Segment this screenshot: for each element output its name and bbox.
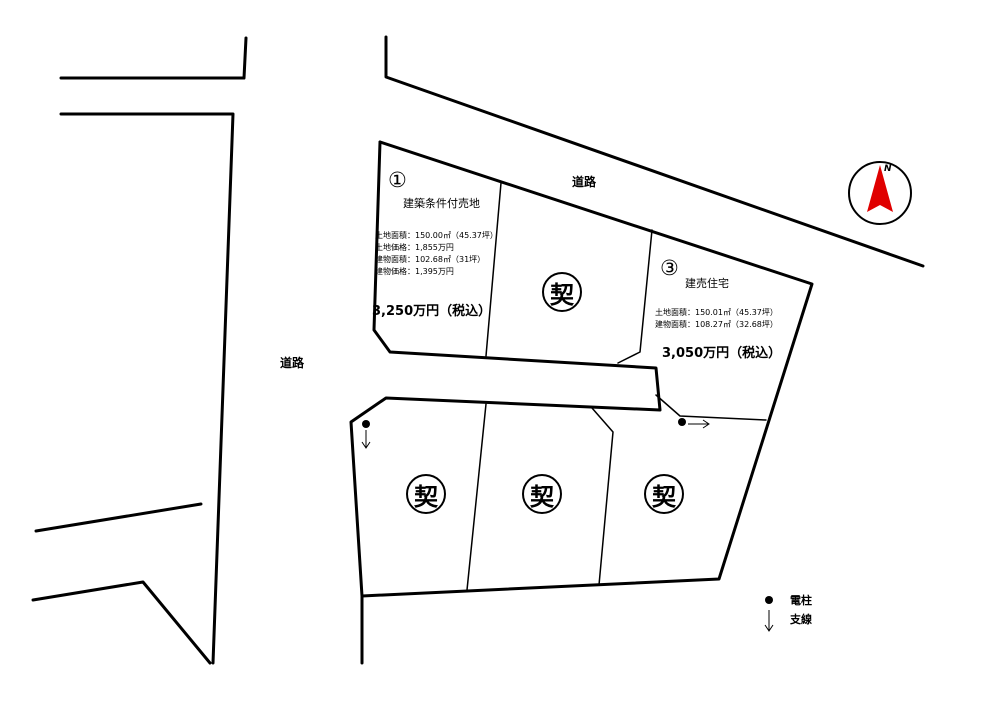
legend-pole-icon bbox=[765, 596, 773, 604]
lot-divider bbox=[591, 407, 614, 586]
legend-guy-wire-label: 支線 bbox=[790, 613, 812, 626]
contract-seal-icon: 契 bbox=[522, 474, 562, 514]
lot-divider bbox=[485, 182, 502, 357]
lot3-title: 建売住宅 bbox=[685, 277, 729, 290]
lot1-detail-3: 建物面積：102.68㎡（31坪） bbox=[375, 255, 486, 264]
road-edge bbox=[34, 502, 203, 533]
lot1-detail-1: 土地面積：150.00㎡（45.37坪） bbox=[375, 231, 498, 240]
lot-boundary bbox=[360, 140, 814, 598]
north-compass-icon bbox=[848, 161, 912, 225]
contract-seal-icon: 契 bbox=[644, 474, 684, 514]
lot1-detail-4: 建物価格：1,395万円 bbox=[375, 267, 454, 276]
utility-pole-marker bbox=[678, 418, 710, 429]
lot3-detail-2: 建物面積：108.27㎡（32.68坪） bbox=[655, 320, 778, 329]
compass-label: N bbox=[884, 164, 892, 174]
utility-pole-marker bbox=[361, 420, 371, 449]
legend-guy-wire-icon bbox=[764, 610, 774, 632]
north-road-label: 道路 bbox=[572, 175, 597, 189]
lot-boundary bbox=[349, 140, 662, 665]
lot1-title: 建築条件付売地 bbox=[403, 197, 480, 210]
legend-pole-label: 電柱 bbox=[790, 594, 812, 607]
legend-symbols bbox=[764, 596, 774, 632]
contract-seal-icon: 契 bbox=[542, 272, 582, 312]
contract-seal-icon: 契 bbox=[406, 474, 446, 514]
lot1-number: ① bbox=[388, 168, 407, 192]
lot-divider bbox=[466, 403, 487, 591]
road-edge bbox=[31, 580, 212, 665]
road-edge bbox=[59, 112, 235, 665]
lot1-price: 3,250万円（税込） bbox=[372, 304, 492, 319]
lot3-detail-1: 土地面積：150.01㎡（45.37坪） bbox=[655, 308, 778, 317]
lot-divider bbox=[617, 229, 653, 364]
lot3-number: ③ bbox=[660, 256, 679, 280]
west-road-label: 道路 bbox=[280, 356, 305, 370]
lot1-detail-2: 土地価格：1,855万円 bbox=[375, 243, 454, 252]
road-edge bbox=[59, 36, 248, 80]
road-edge bbox=[384, 35, 925, 268]
lot3-price: 3,050万円（税込） bbox=[662, 346, 782, 361]
lot-divider bbox=[655, 394, 767, 421]
